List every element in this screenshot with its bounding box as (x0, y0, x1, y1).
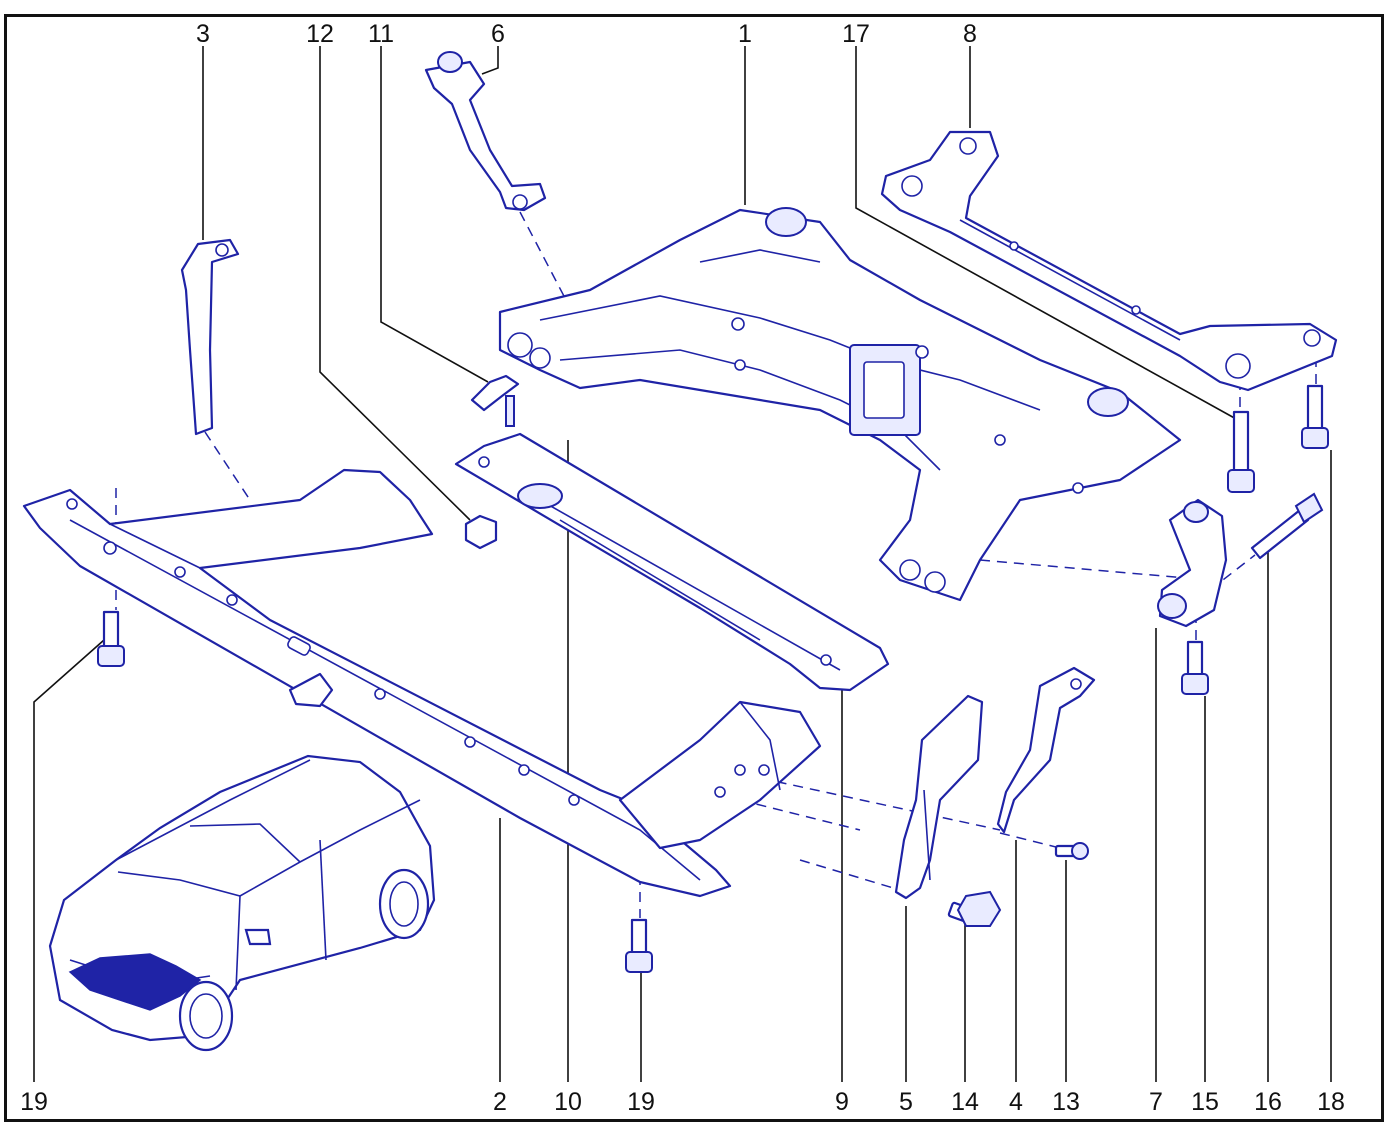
callout-19-left: 19 (20, 1088, 48, 1116)
bushing-part-7 (1157, 498, 1228, 628)
callout-1: 1 (738, 20, 752, 48)
callout-12: 12 (306, 20, 334, 48)
callout-7: 7 (1149, 1088, 1163, 1116)
car-location-icon (48, 754, 436, 1052)
callout-18: 18 (1317, 1088, 1345, 1116)
leader-19a (33, 639, 105, 1082)
callout-15: 15 (1191, 1088, 1219, 1116)
callout-13: 13 (1052, 1088, 1080, 1116)
callout-6: 6 (491, 20, 505, 48)
cross-member-part-2 (22, 468, 822, 898)
callout-labels: 3 12 11 6 1 17 8 19 2 10 19 9 5 14 4 13 … (20, 20, 1345, 1116)
bolt-part-15 (1181, 640, 1209, 695)
plate-part-9 (454, 432, 890, 692)
link-arm-part-6 (424, 51, 547, 212)
bolt-part-19-left (97, 610, 125, 667)
leader-17 (855, 46, 1239, 421)
callout-10: 10 (554, 1088, 582, 1116)
bolts (97, 384, 1329, 973)
bolt-part-19-right (625, 918, 653, 973)
callout-14: 14 (951, 1088, 979, 1116)
callout-5: 5 (899, 1088, 913, 1116)
bracket-part-3 (180, 238, 240, 436)
bolt-part-14 (947, 890, 1002, 927)
bolt-part-17 (1227, 410, 1255, 493)
callout-19-right: 19 (627, 1088, 655, 1116)
nut-part-12 (464, 514, 498, 550)
callout-9: 9 (835, 1088, 849, 1116)
subframe-part-1 (498, 207, 1182, 602)
callout-16: 16 (1254, 1088, 1282, 1116)
callout-11: 11 (368, 20, 394, 48)
callout-4: 4 (1009, 1088, 1023, 1116)
callout-8: 8 (963, 20, 977, 48)
bracket-part-5 (894, 694, 984, 900)
bracket-part-4 (996, 666, 1096, 834)
callout-3: 3 (196, 20, 210, 48)
leader-lines (33, 46, 1332, 1082)
callout-2: 2 (493, 1088, 507, 1116)
cross-member-part-8 (880, 130, 1338, 392)
bolt-part-13 (1054, 842, 1089, 860)
clip-part-11 (470, 374, 520, 427)
bolt-part-16 (1250, 492, 1324, 560)
leader-6 (481, 46, 499, 75)
bolt-part-18 (1301, 384, 1329, 449)
callout-17: 17 (842, 20, 870, 48)
leader-12 (319, 46, 471, 521)
leader-11 (380, 46, 489, 383)
